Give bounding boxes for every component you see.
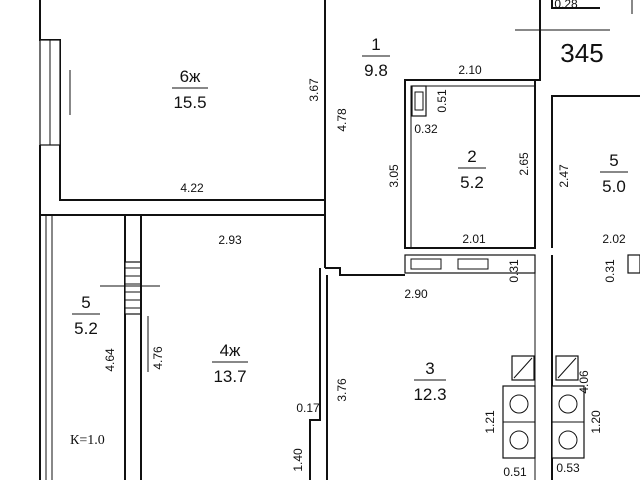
dim-4-78: 4.78 — [335, 108, 349, 132]
dim-top-partial: 0.28 — [554, 0, 578, 11]
room-1-area: 9.8 — [364, 61, 388, 80]
dim-0-51-top: 0.51 — [435, 89, 449, 113]
dim-2-10: 2.10 — [458, 63, 482, 77]
room-3-number: 3 — [425, 359, 434, 378]
dim-4-06: 4.06 — [577, 370, 591, 394]
room-5-left-number: 5 — [81, 293, 90, 312]
dim-2-47: 2.47 — [557, 164, 571, 188]
wall-west-mid — [39, 145, 130, 216]
dim-2-93: 2.93 — [218, 233, 242, 247]
dim-2-01: 2.01 — [462, 232, 486, 246]
room-2-area: 5.2 — [460, 173, 484, 192]
dim-0-32: 0.32 — [414, 122, 438, 136]
room-4-number: 4ж — [220, 341, 241, 360]
room-4-west-wall — [125, 214, 142, 480]
dim-3-05: 3.05 — [387, 164, 401, 188]
room-6-number: 6ж — [180, 67, 201, 86]
dim-3-67: 3.67 — [307, 78, 321, 102]
dim-2-90: 2.90 — [404, 287, 428, 301]
dim-2-02: 2.02 — [602, 232, 626, 246]
room-5-right-area: 5.0 — [602, 177, 626, 196]
coefficient-label: К=1.0 — [70, 433, 105, 448]
vent-shaft — [411, 85, 427, 117]
room-4-east-wall — [309, 268, 321, 480]
room-3-area: 12.3 — [413, 385, 446, 404]
dim-0-31-b: 0.31 — [603, 259, 617, 283]
balcony-door — [124, 261, 142, 315]
room-1-number: 1 — [371, 35, 380, 54]
dim-0-17: 0.17 — [296, 401, 320, 415]
room-6-area: 15.5 — [173, 93, 206, 112]
corridor-wall — [325, 267, 405, 276]
dim-0-53: 0.53 — [556, 461, 580, 475]
dim-0-31-a: 0.31 — [507, 259, 521, 283]
room-4-area: 13.7 — [213, 367, 246, 386]
room-5-right-walls — [551, 95, 640, 248]
apartment-number: 345 — [560, 38, 603, 68]
dim-1-40: 1.40 — [291, 448, 305, 472]
dim-1-21: 1.21 — [483, 410, 497, 434]
room-5-right-number: 5 — [609, 151, 618, 170]
room-5-left-area: 5.2 — [74, 319, 98, 338]
dim-4-76: 4.76 — [151, 346, 165, 370]
dim-4-22: 4.22 — [180, 181, 204, 195]
dim-4-64: 4.64 — [103, 348, 117, 372]
dim-2-65: 2.65 — [517, 152, 531, 176]
room-2-number: 2 — [467, 147, 476, 166]
dim-3-76: 3.76 — [335, 378, 349, 402]
dim-0-51-bottom: 0.51 — [503, 465, 527, 479]
dim-1-20: 1.20 — [589, 410, 603, 434]
